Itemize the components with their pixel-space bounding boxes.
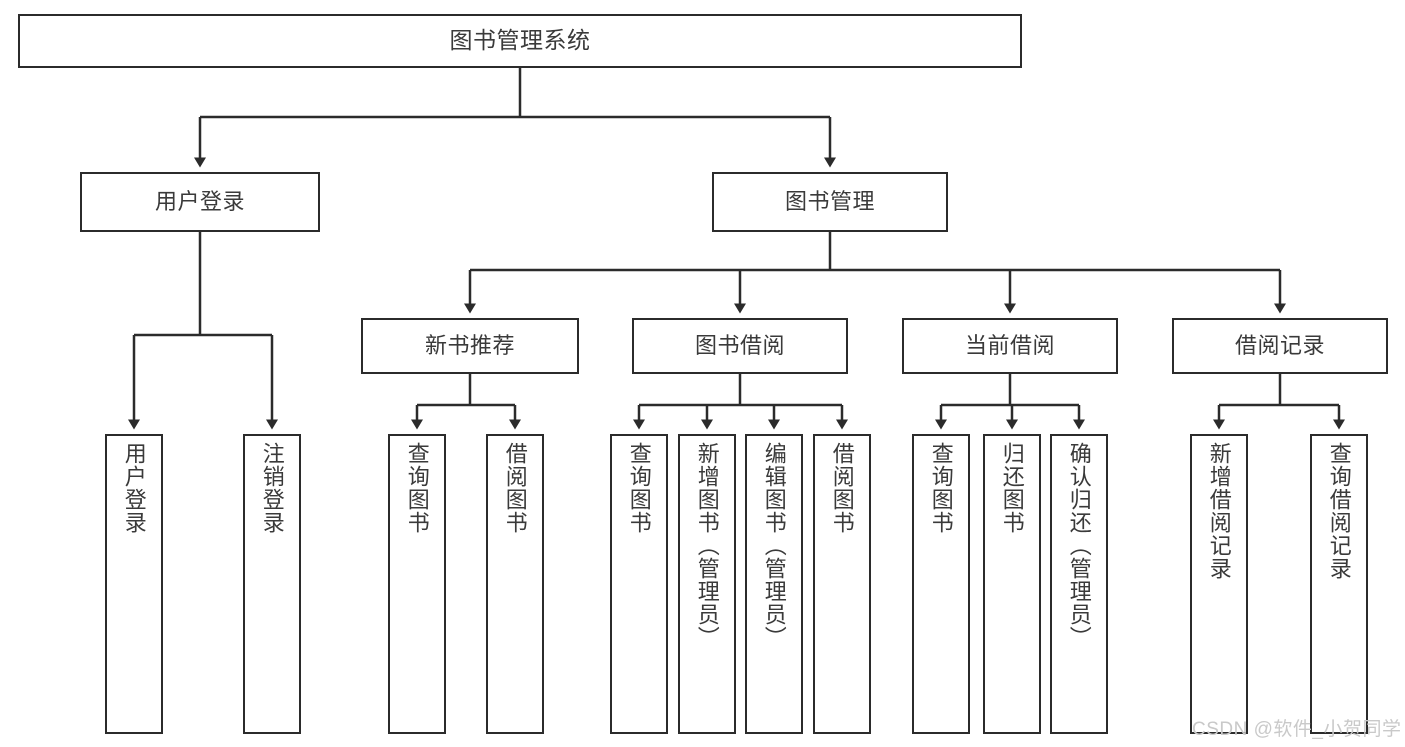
node-l3_current[interactable]: 当前借阅	[902, 318, 1118, 374]
node-label: 查询借阅记录	[1326, 442, 1352, 580]
node-label: 确认归还（管理员）	[1066, 442, 1092, 649]
node-label: 用户登录	[121, 442, 147, 534]
node-label: 图书管理系统	[449, 27, 591, 54]
node-l2_book[interactable]: 图书管理	[712, 172, 948, 232]
node-label: 编辑图书（管理员）	[761, 442, 787, 649]
node-label: 借阅图书	[829, 442, 855, 534]
node-l4_bb_borrow[interactable]: 借阅图书	[813, 434, 871, 734]
node-label: 图书管理	[784, 188, 875, 214]
node-label: 查询图书	[626, 442, 652, 534]
node-l4_bb_edit[interactable]: 编辑图书（管理员）	[745, 434, 803, 734]
node-l4_rec_add[interactable]: 新增借阅记录	[1190, 434, 1248, 734]
node-l4_bb_add[interactable]: 新增图书（管理员）	[678, 434, 736, 734]
node-l4_bb_query[interactable]: 查询图书	[610, 434, 668, 734]
node-label: 借阅记录	[1234, 332, 1325, 358]
node-label: 新书推荐	[424, 332, 515, 358]
node-label: 注销登录	[259, 442, 285, 534]
node-label: 查询图书	[404, 442, 430, 534]
node-l4_cb_return[interactable]: 归还图书	[983, 434, 1041, 734]
watermark-label: CSDN @软件_小贺同学	[1192, 719, 1402, 740]
node-root[interactable]: 图书管理系统	[18, 14, 1022, 68]
node-l4_rec_query[interactable]: 查询借阅记录	[1310, 434, 1368, 734]
node-l2_user[interactable]: 用户登录	[80, 172, 320, 232]
node-l3_borrow[interactable]: 图书借阅	[632, 318, 848, 374]
node-label: 当前借阅	[964, 332, 1055, 358]
node-l4_nb_query[interactable]: 查询图书	[388, 434, 446, 734]
node-label: 用户登录	[154, 188, 245, 214]
node-l4_nb_borrow[interactable]: 借阅图书	[486, 434, 544, 734]
node-label: 查询图书	[928, 442, 954, 534]
node-label: 图书借阅	[694, 332, 785, 358]
node-label: 借阅图书	[502, 442, 528, 534]
node-label: 归还图书	[999, 442, 1025, 534]
node-l4_cb_query[interactable]: 查询图书	[912, 434, 970, 734]
node-l3_newbook[interactable]: 新书推荐	[361, 318, 579, 374]
node-l3_record[interactable]: 借阅记录	[1172, 318, 1388, 374]
node-label: 新增借阅记录	[1206, 442, 1232, 580]
node-l4_userlogout[interactable]: 注销登录	[243, 434, 301, 734]
node-l4_cb_confirm[interactable]: 确认归还（管理员）	[1050, 434, 1108, 734]
node-l4_userlogin[interactable]: 用户登录	[105, 434, 163, 734]
node-label: 新增图书（管理员）	[694, 442, 720, 649]
